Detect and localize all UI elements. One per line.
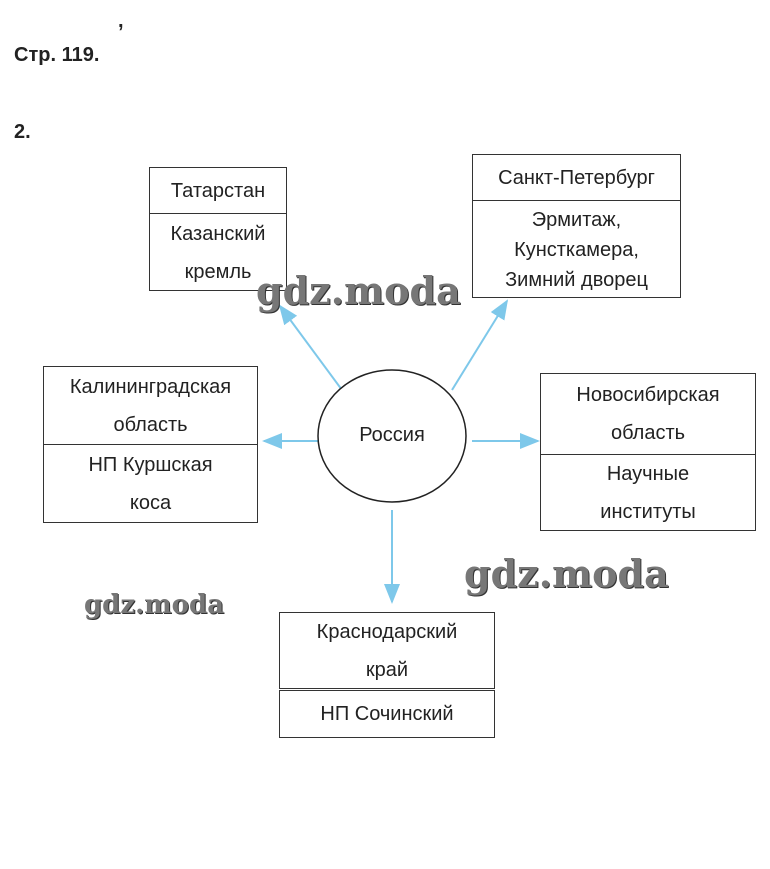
node-novosibirsk: Новосибирская область Научные институты — [540, 373, 756, 531]
sight-line: НП Куршская — [88, 453, 213, 476]
sight-line: Кунсткамера, — [514, 238, 639, 261]
node-spb: Санкт-Петербург Эрмитаж, Кунсткамера, Зи… — [472, 154, 681, 298]
region-line: Краснодарский — [316, 620, 458, 643]
sight-line: Научные — [606, 462, 690, 485]
sight-line: институты — [600, 500, 696, 523]
sight-line: Зимний дворец — [505, 268, 648, 291]
node-kaliningrad: Калининградская область НП Куршская коса — [43, 366, 258, 523]
arrow-spb — [451, 299, 509, 391]
sight-line: Казанский — [170, 222, 266, 245]
region-line: область — [113, 413, 188, 436]
region-label: Санкт-Петербург — [498, 166, 655, 189]
region-line: край — [365, 658, 409, 681]
region-label: Татарстан — [170, 179, 266, 202]
sight-label: НП Сочинский — [320, 703, 454, 725]
region-line: область — [610, 422, 686, 444]
node-tatarstan: Татарстан Казанский кремль — [149, 167, 287, 291]
watermark: gdz.moda — [464, 551, 669, 596]
arrow-tatarstan — [278, 304, 343, 391]
watermark: gdz.moda — [256, 268, 461, 313]
watermark: gdz.moda — [84, 590, 225, 620]
sight-line: Эрмитаж, — [531, 208, 622, 231]
node-krasnodar-sight: НП Сочинский — [279, 690, 495, 738]
stray-comma: , — [118, 10, 124, 32]
region-line: Калининградская — [69, 375, 232, 398]
node-krasnodar: Краснодарский край — [279, 612, 495, 689]
center-ellipse — [317, 369, 467, 503]
sight-line: кремль — [184, 260, 252, 283]
sight-line: коса — [129, 491, 172, 514]
region-line: Новосибирская — [576, 384, 720, 406]
page-label: Стр. 119. — [14, 44, 100, 66]
task-number: 2. — [14, 121, 31, 143]
center-label: Россия — [359, 424, 425, 446]
